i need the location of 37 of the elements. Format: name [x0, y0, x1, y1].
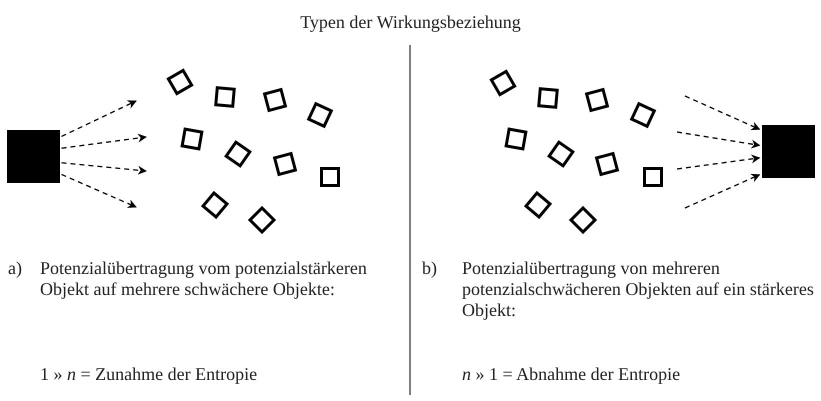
hollow-square	[320, 167, 340, 187]
title: Typen der Wirkungsbeziehung	[299, 12, 522, 33]
item-letter: b)	[422, 258, 438, 279]
item-letter: a)	[8, 258, 23, 279]
hollow-square	[568, 206, 598, 234]
hollow-square	[224, 140, 252, 168]
arrow	[676, 154, 760, 170]
arrow	[61, 174, 137, 208]
description: Potenzialübertragung von mehreren potenzialschwächeren Objekten auf ein stärkeres Objekt:	[462, 258, 815, 321]
hollow-square	[594, 152, 620, 176]
arrow	[684, 95, 760, 130]
hollow-square	[248, 206, 276, 234]
hollow-square	[547, 140, 575, 168]
hollow-square	[262, 88, 288, 112]
arrow	[684, 174, 760, 209]
formula: 1 » n = Zunahme der Entropie	[40, 364, 258, 385]
arrow	[61, 100, 137, 138]
filled-square	[6, 130, 60, 182]
hollow-square	[166, 68, 194, 96]
hollow-square	[584, 88, 610, 112]
hollow-square	[306, 102, 334, 128]
hollow-square	[180, 127, 204, 151]
hollow-square	[200, 190, 230, 220]
hollow-square	[643, 167, 663, 187]
hollow-square	[214, 86, 236, 108]
filled-square	[762, 124, 814, 178]
hollow-square	[630, 102, 656, 128]
description: Potenzialübertragung vom potenzialstärkeren Objekt auf mehrere schwächere Objekte:	[40, 258, 368, 300]
arrow	[61, 162, 147, 175]
arrow	[676, 131, 760, 149]
hollow-square	[504, 127, 528, 151]
hollow-square	[272, 152, 298, 176]
arrow	[61, 134, 147, 149]
hollow-square	[524, 190, 552, 220]
formula: n » 1 = Abnahme der Entropie	[462, 364, 682, 385]
hollow-square	[489, 69, 517, 97]
hollow-square	[537, 87, 559, 109]
